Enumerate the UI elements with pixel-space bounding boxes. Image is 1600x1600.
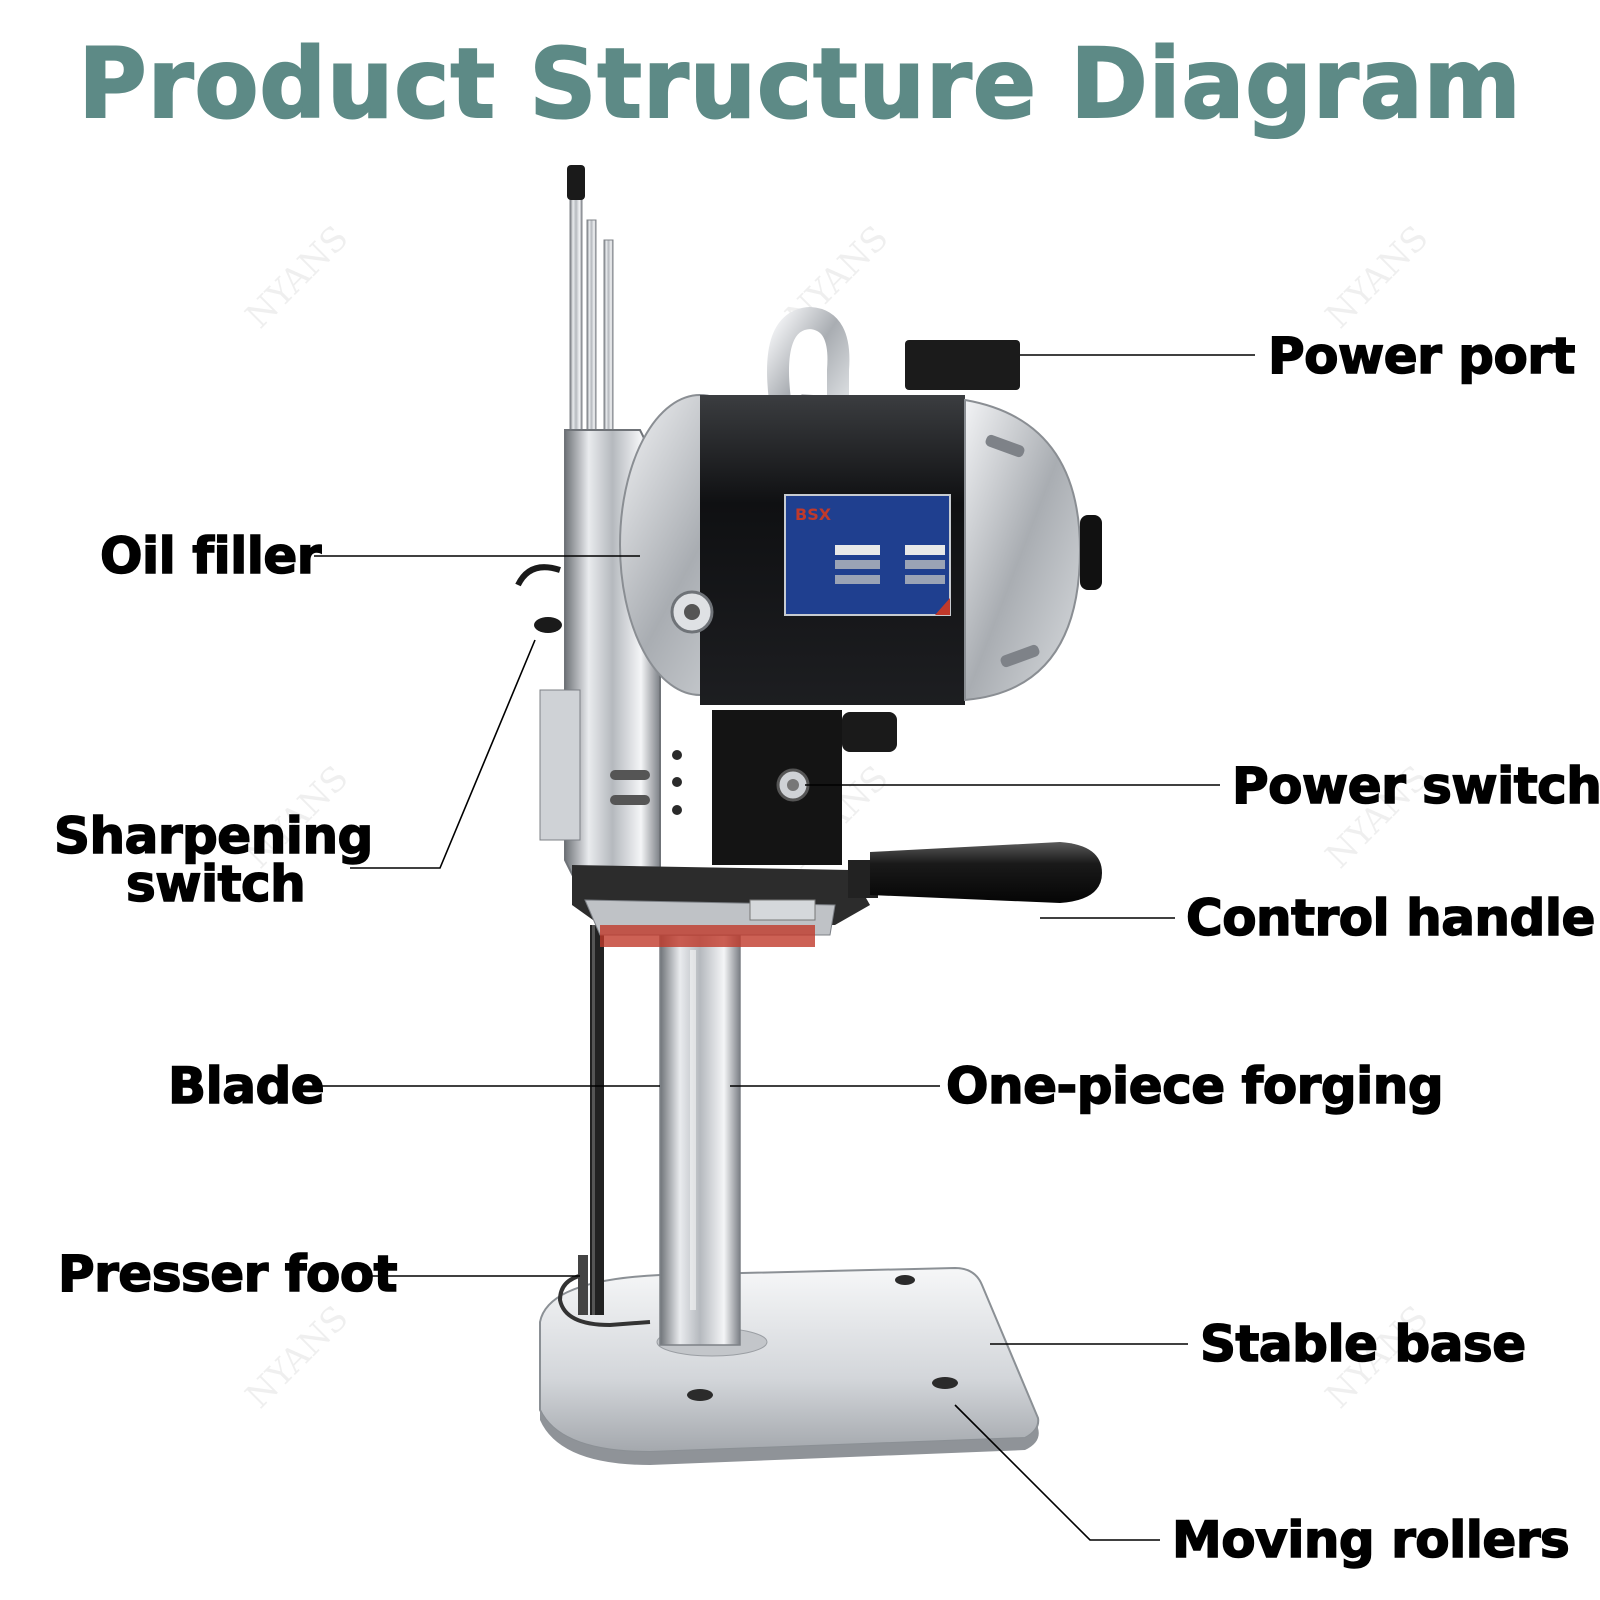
stable-base — [539, 1266, 1040, 1465]
forging-column — [659, 934, 741, 1346]
nameplate: BSX — [784, 494, 951, 616]
page-title: Product Structure Diagram — [77, 27, 1522, 141]
presser-foot — [557, 1255, 651, 1328]
label-presser-foot: Presser foot — [57, 1245, 398, 1303]
label-control-handle: Control handle — [1185, 889, 1596, 947]
svg-text:NYANS: NYANS — [238, 218, 356, 336]
label-power-switch: Power switch — [1231, 757, 1600, 815]
label-one-piece-forging: One-piece forging — [945, 1057, 1444, 1115]
guide-rods — [567, 165, 614, 436]
blade — [590, 925, 604, 1315]
sharpening-switch — [515, 564, 561, 587]
label-sharpening-switch-line1: Sharpening — [53, 807, 374, 865]
label-power-port: Power port — [1267, 327, 1576, 385]
label-moving-rollers: Moving rollers — [1171, 1511, 1570, 1569]
label-blade: Blade — [167, 1057, 325, 1115]
power-port — [905, 340, 1020, 390]
label-oil-filler: Oil filler — [99, 527, 322, 585]
svg-text:NYANS: NYANS — [238, 1298, 356, 1416]
label-stable-base: Stable base — [1199, 1315, 1527, 1373]
motor: BSX — [619, 306, 1102, 705]
nameplate-brand: BSX — [795, 505, 832, 524]
label-sharpening-switch-line2: switch — [125, 855, 306, 913]
switch-box — [672, 710, 897, 865]
carriage — [572, 865, 870, 947]
svg-text:NYANS: NYANS — [1318, 218, 1436, 336]
control-handle — [848, 842, 1102, 903]
leader-lines — [314, 354, 1255, 1541]
